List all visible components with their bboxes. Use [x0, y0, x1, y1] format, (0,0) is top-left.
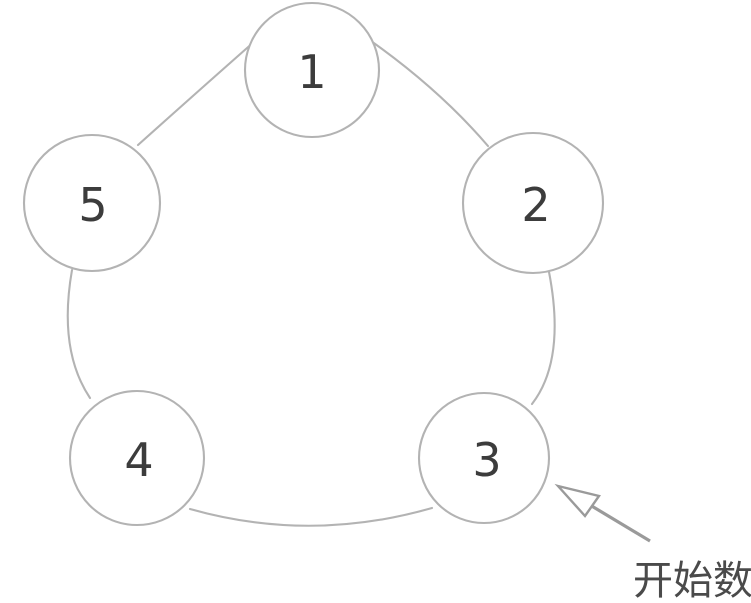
- node-label-1: 1: [297, 45, 326, 99]
- arrow-head-icon: [554, 483, 601, 518]
- node-circle-2[interactable]: [461, 131, 605, 275]
- node-circle-5[interactable]: [22, 133, 162, 273]
- arrow-shaft-line: [589, 503, 651, 543]
- node-circle-1[interactable]: [243, 1, 381, 139]
- annotation-label: 开始数: [633, 558, 751, 603]
- edge-4-5: [66, 268, 92, 400]
- node-label-2: 2: [521, 178, 550, 232]
- edge-1-2: [369, 39, 490, 148]
- node-circle-3[interactable]: [417, 391, 551, 525]
- node-circle-4[interactable]: [68, 389, 206, 527]
- edge-2-3: [530, 270, 556, 406]
- node-label-3: 3: [472, 433, 501, 487]
- node-label-5: 5: [78, 178, 107, 232]
- edge-3-4: [188, 506, 434, 527]
- node-label-group: 1 2 3 4 5: [78, 45, 550, 487]
- annotation-arrow: [554, 483, 651, 543]
- node-label-4: 4: [124, 433, 153, 487]
- node-group: [22, 1, 605, 527]
- edge-group: [66, 39, 556, 527]
- edge-5-1: [136, 39, 257, 147]
